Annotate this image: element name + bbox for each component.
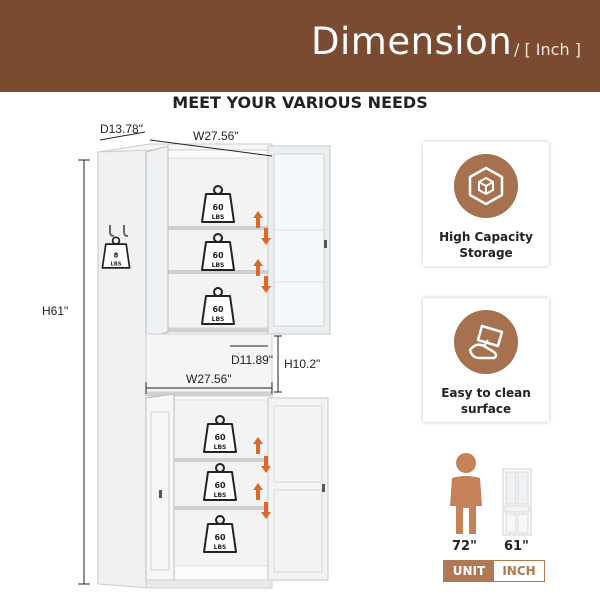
weight-value: 60 (212, 203, 224, 212)
weight-unit: LBS (212, 214, 225, 221)
weight-badge: 60 LBS (201, 287, 235, 325)
feature-card-clean: Easy to clean surface (423, 298, 549, 422)
feature-label-clean-line1: Easy to clean (441, 386, 531, 400)
unit-toggle[interactable]: UNIT INCH (443, 560, 545, 582)
weight-badge: 60 LBS (201, 233, 235, 271)
cabinet-illustration: D13.78" W27.56" H61" D11.89" H10.2" W27.… (42, 122, 331, 589)
height-label: H61" (42, 304, 68, 318)
banner-title: Dimension (311, 20, 513, 63)
unit-toggle-inch[interactable]: INCH (494, 561, 544, 581)
feature-label-capacity-line1: High Capacity (439, 230, 533, 244)
unit-toggle-active[interactable]: UNIT (444, 561, 494, 581)
weight-unit: LBS (212, 316, 225, 323)
weight-value: 60 (214, 481, 226, 490)
weight-unit: LBS (214, 444, 227, 451)
side-weight-value: 8 (114, 252, 119, 260)
cabinet-height-label: 61" (504, 539, 529, 554)
weight-unit: LBS (212, 262, 225, 269)
weight-badge: 60 LBS (203, 415, 237, 453)
capacity-box-icon (454, 154, 518, 218)
weight-value: 60 (212, 251, 224, 260)
page-subtitle: MEET YOUR VARIOUS NEEDS (172, 93, 428, 112)
side-weight-badge: 8 LBS (101, 236, 131, 269)
weight-value: 60 (214, 433, 226, 442)
width-mid-label: W27.56" (186, 372, 232, 386)
weight-unit: LBS (214, 544, 227, 551)
clean-wipe-icon (454, 310, 518, 374)
person-silhouette-icon (450, 453, 482, 534)
weight-unit: LBS (214, 492, 227, 499)
side-weight-unit: LBS (111, 261, 122, 267)
person-height-label: 72" (452, 539, 477, 554)
feature-label-capacity-line2: Storage (459, 246, 513, 260)
header-banner: Dimension / [ Inch ] (0, 0, 600, 92)
weight-value: 60 (212, 305, 224, 314)
feature-label-clean-line2: surface (460, 402, 512, 416)
depth-label: D13.78" (100, 122, 143, 136)
weight-badge: 60 LBS (201, 185, 235, 223)
width-top-label: W27.56" (193, 129, 239, 143)
weight-badge: 60 LBS (203, 515, 237, 553)
weight-value: 60 (214, 533, 226, 542)
weight-badge: 60 LBS (203, 463, 237, 501)
gap-height-label: H10.2" (284, 357, 320, 371)
feature-card-capacity: High Capacity Storage (423, 142, 549, 266)
banner-unit-label: / [ Inch ] (514, 40, 581, 59)
cabinet-thumbnail-icon (502, 468, 532, 536)
inner-depth-label: D11.89" (231, 353, 273, 367)
